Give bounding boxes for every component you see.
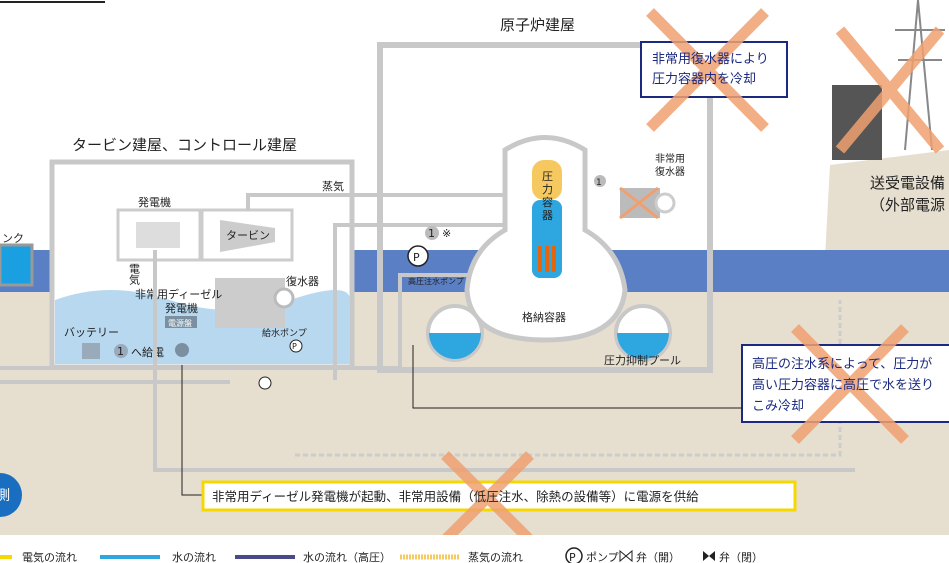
diesel-leader <box>181 365 205 496</box>
legend-electric: 電気の流れ <box>22 550 77 563</box>
legend-valve-closed-icon <box>703 551 715 561</box>
hpci-callout-line1: 高圧の注水系によって、圧力が <box>752 356 932 372</box>
ic-label-1: 非常用 <box>655 152 685 165</box>
rpv-label-1: 圧 <box>542 170 553 183</box>
power-panel-label: 電源盤 <box>168 318 192 328</box>
rpv-steam <box>532 160 562 200</box>
generator-box <box>116 208 202 262</box>
legend-valve-open-icon <box>619 549 633 563</box>
grid-label-2: （外部電源 <box>870 196 945 214</box>
diesel-gen-label: 発電機 <box>165 301 198 315</box>
ic-number: 1 <box>596 178 602 188</box>
battery-label: バッテリー <box>64 326 119 339</box>
feed-to-label: へ給電 <box>131 345 164 359</box>
condenser-label: 復水器 <box>286 275 319 288</box>
generator-label: 発電機 <box>138 195 171 209</box>
pool-water-right <box>617 333 669 359</box>
legend-pump-symbol: P <box>569 551 576 563</box>
rpv-label-4: 器 <box>542 209 553 222</box>
steam-label: 蒸気 <box>322 179 344 193</box>
feed-pump-symbol: P <box>292 342 297 351</box>
fuel-rods <box>538 246 556 272</box>
ic-callout-line1: 非常用復水器により <box>652 51 769 67</box>
side-badge-label: 側 <box>0 488 10 504</box>
condenser-icon <box>273 287 295 309</box>
diesel-note-cross <box>441 451 534 544</box>
turbine-building-title: タービン建屋、コントロール建屋 <box>72 136 297 154</box>
condenser-box <box>215 278 285 328</box>
side-badge <box>0 473 22 517</box>
feed-number: 1 <box>117 345 124 358</box>
tank-label: ンク <box>2 232 24 245</box>
hpci-callout-cross <box>791 324 909 444</box>
ic-callout-cross <box>646 8 769 132</box>
hpci-callout-line3: こみ冷却 <box>752 399 804 414</box>
legend-valve-closed: 弁（閉） <box>719 550 763 563</box>
feed-pump-label: 給水ポンプ <box>262 327 307 339</box>
hill <box>810 150 949 535</box>
hpci-callout-line2: 高い圧力容器に高圧で水を送り <box>752 377 934 393</box>
legend-pump: ポンプ <box>586 551 619 563</box>
reactor-building <box>377 42 713 373</box>
containment-label: 格納容器 <box>522 310 566 324</box>
hpci-pump-icon <box>407 245 429 267</box>
hpci-number-circle <box>425 226 439 240</box>
tank <box>0 243 34 287</box>
battery-icon <box>82 343 100 359</box>
legend-pump-icon <box>565 547 583 563</box>
turbine-label: タービン <box>226 229 270 242</box>
electricity-label: 電気 <box>128 263 141 286</box>
hpci-note: ※ <box>442 227 451 240</box>
ic-callout-line2: 圧力容器内を冷却 <box>652 71 756 87</box>
turbine-icon <box>220 220 275 252</box>
pool-water-left <box>429 333 481 359</box>
feed-pump-icon <box>289 339 303 353</box>
hpci-pump-label: 高圧注水ポンプ <box>408 276 464 286</box>
legend-steam: 蒸気の流れ <box>468 550 523 563</box>
ic-cross <box>619 186 659 220</box>
rpv-label-3: 容 <box>542 195 553 209</box>
feed-number-circle <box>114 344 128 358</box>
rpv-label-2: 力 <box>542 183 553 196</box>
hpci-pump-symbol: P <box>413 251 420 264</box>
suppression-pool-label: 圧力抑制プール <box>604 353 681 367</box>
ic-label-2: 復水器 <box>655 165 685 178</box>
pump-icon <box>258 376 272 390</box>
grid-cross <box>835 26 945 154</box>
diesel-label: 非常用ディーゼル <box>135 287 222 301</box>
legend-valve-open: 弁（開） <box>636 550 680 563</box>
legend-water-hp: 水の流れ（高圧） <box>303 550 391 563</box>
diesel-icon <box>175 343 189 357</box>
ic-number-circle <box>594 175 606 187</box>
power-panel <box>165 316 197 328</box>
diesel-note: 非常用ディーゼル発電機が起動、非常用設備（低圧注水、除熱の設備等）に電源を供給 <box>212 489 699 504</box>
grid-label-1: 送受電設備 <box>870 174 945 192</box>
hpci-leader <box>412 345 742 409</box>
legend-water: 水の流れ <box>172 550 216 563</box>
hpci-number: 1 <box>428 227 435 240</box>
reactor-building-title: 原子炉建屋 <box>500 16 575 34</box>
generator-icon <box>136 222 180 248</box>
ic-icon <box>654 192 676 214</box>
pipes <box>0 193 855 472</box>
